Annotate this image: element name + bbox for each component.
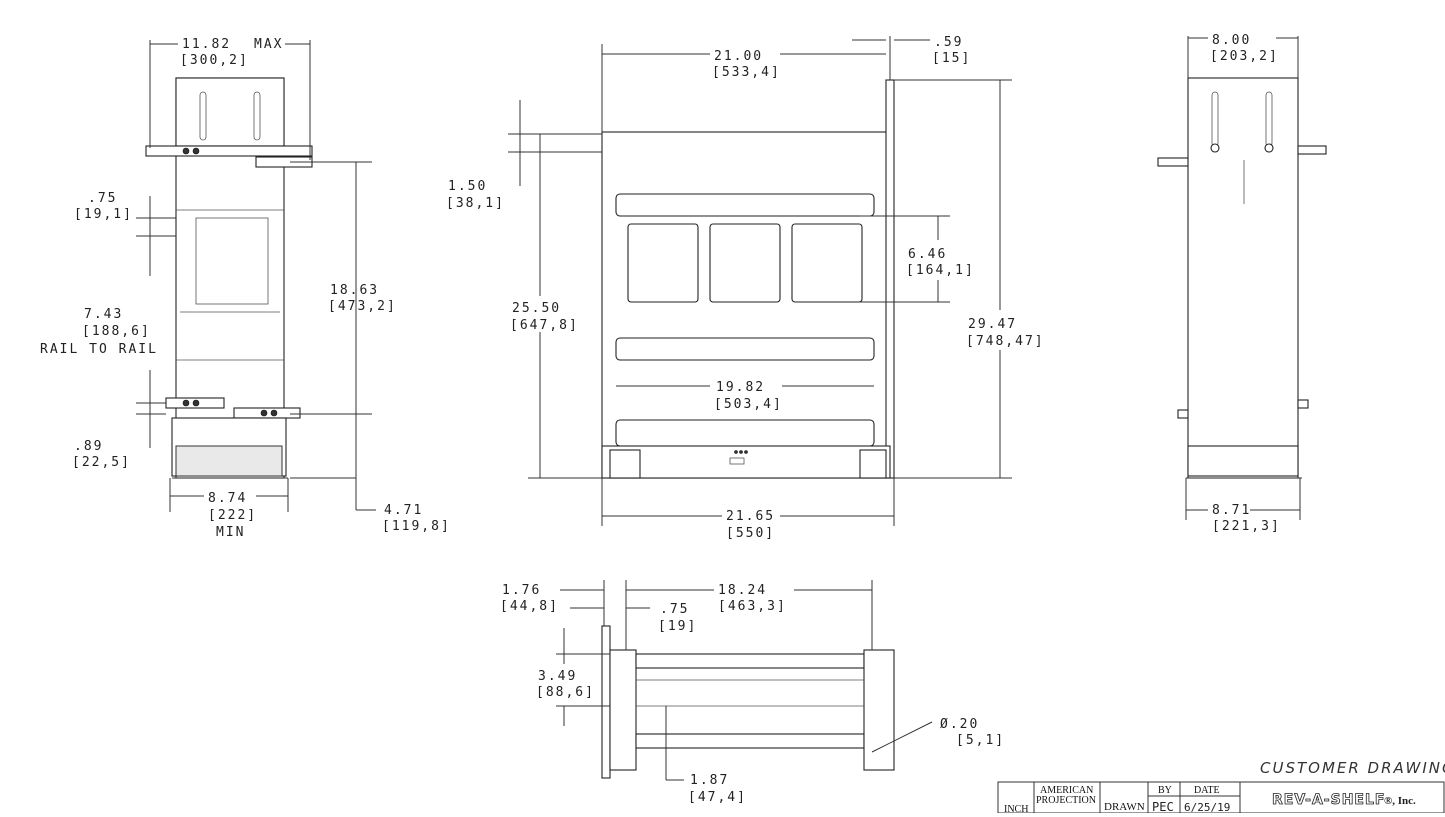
dim-1982: 19.82: [716, 380, 765, 395]
dim-hole-mm: [5,1]: [956, 733, 1005, 748]
drawn-by: PEC: [1152, 800, 1174, 813]
dim-800: 8.00: [1212, 33, 1251, 48]
dim-1824: 18.24: [718, 583, 767, 598]
dim-1824-mm: [463,3]: [718, 599, 787, 614]
dim-800-mm: [203,2]: [1210, 49, 1279, 64]
right-frame: [1187, 77, 1299, 479]
dim-150-mm: [38,1]: [446, 196, 505, 211]
unit-label: INCH: [1004, 804, 1028, 813]
dim-2100: 21.00: [714, 49, 763, 64]
dim-187-mm: [47,4]: [688, 790, 747, 805]
drawn-date: 6/25/19: [1184, 801, 1230, 813]
dim-646: 6.46: [908, 247, 947, 262]
date-label: DATE: [1194, 785, 1220, 796]
front-view: 21.00 [533,4] .59 [15] 1.50 [38,1] 25.50…: [446, 35, 1045, 541]
left-top-plate: [175, 77, 285, 147]
dim-075b-mm: [19]: [658, 619, 697, 634]
top-view-rail-upper: [635, 653, 865, 669]
dim-176-mm: [44,8]: [500, 599, 559, 614]
bin-1: [627, 223, 699, 303]
dim-2165-mm: [550]: [726, 526, 775, 541]
by-label: BY: [1158, 785, 1172, 796]
dim-089-mm: [22,5]: [72, 455, 131, 470]
dim-089: .89: [74, 439, 103, 454]
dim-471: 4.71: [384, 503, 423, 518]
dim-349-mm: [88,6]: [536, 685, 595, 700]
dim-rail: 7.43: [84, 307, 123, 322]
projection-line-2: PROJECTION: [1036, 795, 1096, 806]
dim-176: 1.76: [502, 583, 541, 598]
dim-646-mm: [164,1]: [906, 263, 975, 278]
dim-max-label: MAX: [254, 37, 283, 52]
dim-471-mm: [119,8]: [382, 519, 451, 534]
dim-2947: 29.47: [968, 317, 1017, 332]
dim-871: 8.71: [1212, 503, 1251, 518]
bin-2: [709, 223, 781, 303]
dim-2550: 25.50: [512, 301, 561, 316]
projection-line-1: AMERICAN: [1040, 785, 1093, 796]
dim-2100-mm: [533,4]: [712, 65, 781, 80]
dim-874-mm: [222]: [208, 508, 257, 523]
dim-2947-mm: [748,47]: [966, 334, 1045, 349]
dim-2550-mm: [647,8]: [510, 318, 579, 333]
dim-1863-mm: [473,2]: [328, 299, 397, 314]
dim-150: 1.50: [448, 179, 487, 194]
dim-rail-label: RAIL TO RAIL: [40, 342, 158, 357]
dim-874: 8.74: [208, 491, 247, 506]
base: [601, 445, 891, 479]
dim-075b: .75: [660, 602, 689, 617]
title-block: CUSTOMER DRAWING INCH AMERICAN PROJECTIO…: [997, 759, 1445, 815]
dim-1863: 18.63: [330, 283, 379, 298]
dim-075-mm: [19,1]: [74, 207, 133, 222]
top-view-back-plate: [601, 625, 611, 779]
dim-187: 1.87: [690, 773, 729, 788]
company-suffix: ®, Inc.: [1384, 795, 1416, 807]
dim-075: .75: [88, 191, 117, 206]
top-view: 1.76 [44,8] 18.24 [463,3] .75 [19] 3.49 …: [500, 580, 1005, 805]
dim-059-mm: [15]: [932, 51, 971, 66]
customer-drawing-label: CUSTOMER DRAWING: [1260, 759, 1445, 777]
right-side-view: 8.00 [203,2] 8.71 [221,3]: [1157, 33, 1327, 534]
dim-059: .59: [934, 35, 963, 50]
dim-2165: 21.65: [726, 509, 775, 524]
drawn-label: DRAWN: [1104, 801, 1145, 813]
dim-width-max-mm: [300,2]: [180, 53, 249, 68]
company-logo: REV-A-SHELF: [1272, 792, 1385, 808]
dim-871-mm: [221,3]: [1212, 519, 1281, 534]
dim-hole: Ø.20: [940, 717, 979, 732]
front-back-plate: [885, 79, 895, 479]
lower-shelf: [615, 419, 875, 447]
dim-rail-mm: [188,6]: [82, 324, 151, 339]
dim-width-max: 11.82: [182, 37, 231, 52]
dim-min-label: MIN: [216, 525, 245, 540]
middle-shelf: [615, 337, 875, 361]
left-side-view: 11.82 MAX [300,2] .75 [19,1] 18.63 [473,…: [40, 37, 451, 540]
dim-349: 3.49: [538, 669, 577, 684]
upper-shelf: [615, 193, 875, 217]
left-top-rail: [145, 145, 313, 157]
bin-3: [791, 223, 863, 303]
dim-1982-mm: [503,4]: [714, 397, 783, 412]
top-view-rail-lower: [635, 733, 865, 749]
